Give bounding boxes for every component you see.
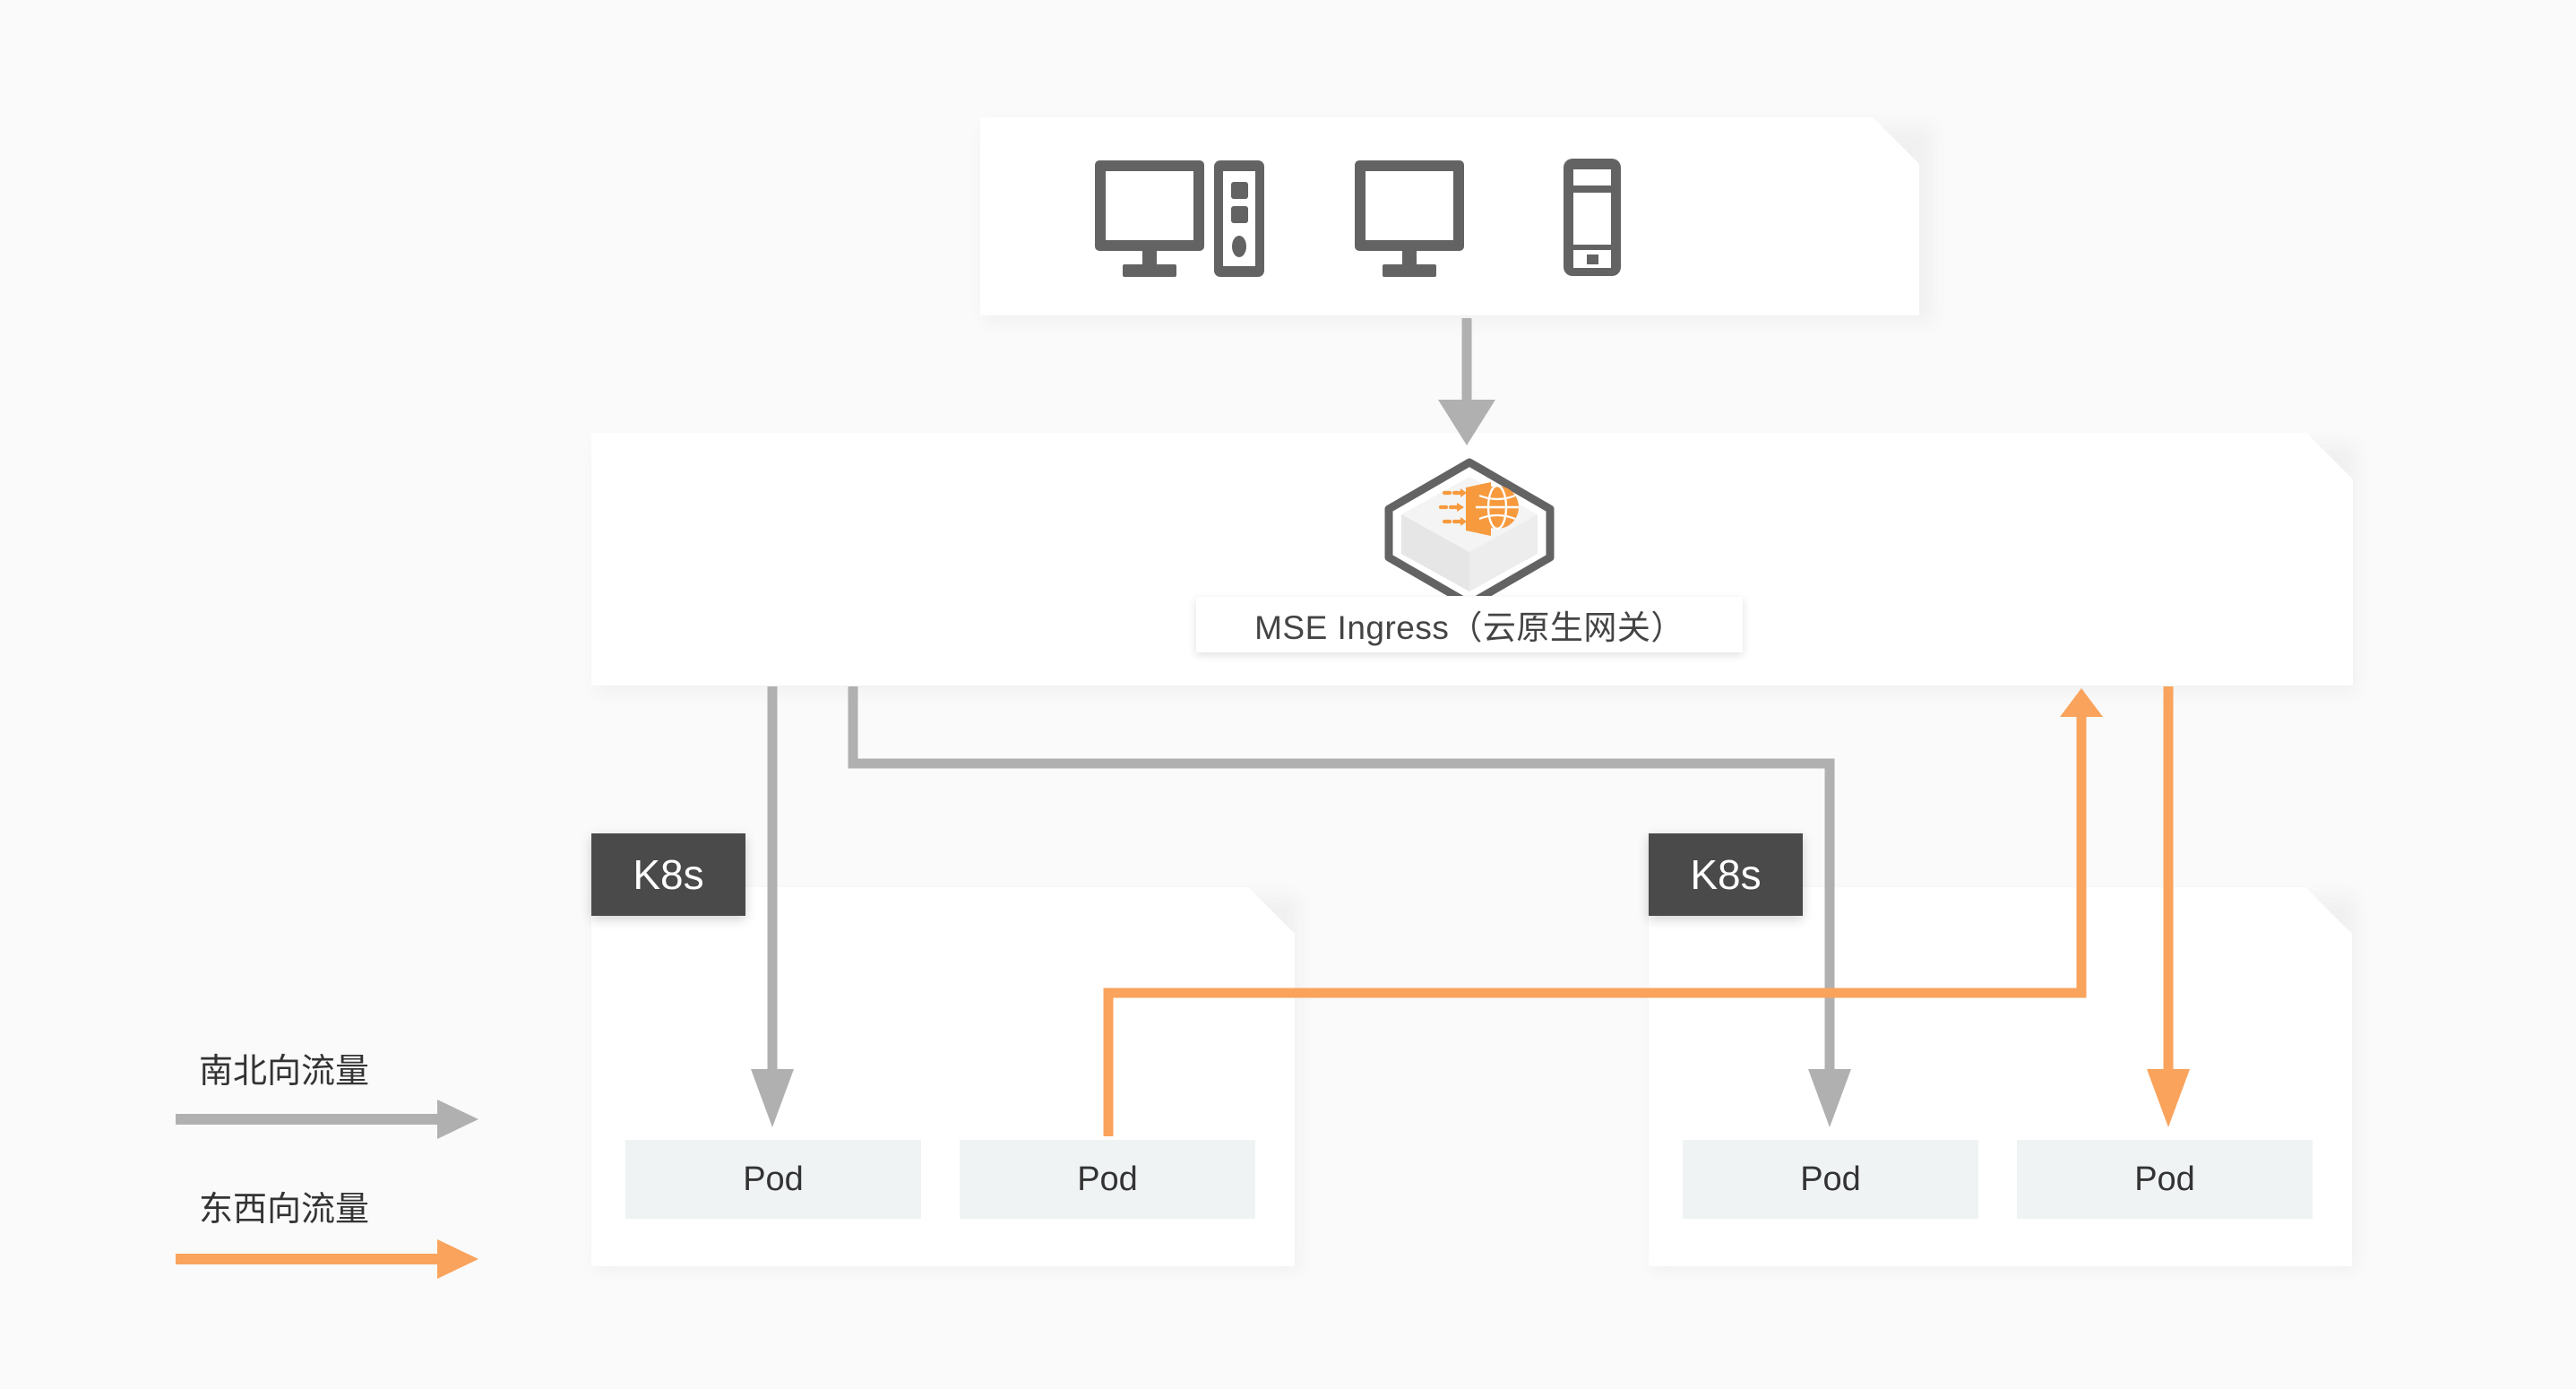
mobile-phone-icon <box>1564 159 1621 276</box>
north-south-arrow <box>176 1100 478 1139</box>
pod-left-2-label: Pod <box>1077 1160 1138 1198</box>
connector-gateway-to-pod-left-1 <box>751 686 794 1127</box>
gateway-label-text: MSE Ingress（云原生网关） <box>1254 609 1684 646</box>
k8s-badge-left-text: K8s <box>633 851 704 898</box>
k8s-badge-right-text: K8s <box>1690 851 1762 898</box>
client-devices-panel <box>1093 157 1810 278</box>
connector-gateway-to-pod-right-2 <box>2147 686 2190 1127</box>
k8s-badge-right: K8s <box>1649 833 1803 916</box>
pod-right-1: Pod <box>1683 1140 1978 1219</box>
east-west-arrow <box>176 1239 478 1279</box>
cloud-native-gateway-cube-icon <box>1380 457 1559 608</box>
legend-north-south-text: 南北向流量 <box>199 1053 370 1091</box>
connector-clients-to-gateway <box>1438 318 1495 445</box>
connector-gateway-to-pod-right-1 <box>848 686 1851 1127</box>
pod-left-1-label: Pod <box>743 1160 804 1198</box>
pod-right-2: Pod <box>2017 1140 2313 1219</box>
gateway-label-chip: MSE Ingress（云原生网关） <box>1196 597 1743 652</box>
pod-right-1-label: Pod <box>1800 1160 1861 1198</box>
pod-left-2: Pod <box>960 1140 1255 1219</box>
desktop-pc-icon <box>1095 160 1264 277</box>
connector-pod-left-2-to-gateway <box>1103 688 2103 1136</box>
legend-label-east-west: 东西向流量 <box>199 1181 369 1230</box>
pod-right-2-label: Pod <box>2134 1160 2195 1198</box>
legend-east-west-text: 东西向流量 <box>199 1191 370 1229</box>
legend-label-north-south: 南北向流量 <box>199 1043 369 1092</box>
pod-left-1: Pod <box>625 1140 921 1219</box>
k8s-badge-left: K8s <box>591 833 745 916</box>
monitor-icon <box>1355 160 1464 277</box>
